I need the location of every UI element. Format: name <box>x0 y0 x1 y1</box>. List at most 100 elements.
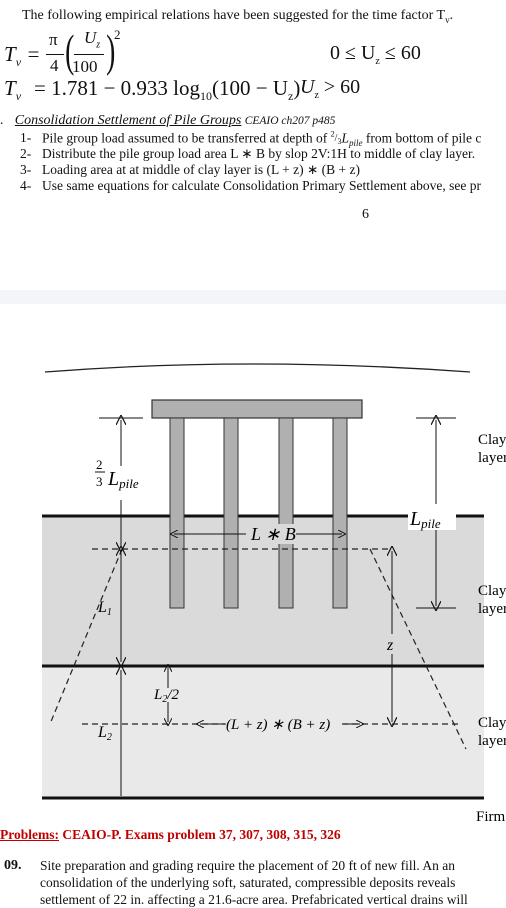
eq2-sub-v: v <box>15 89 22 104</box>
step-1-symbol-sub: pile <box>348 138 363 149</box>
lpile-label-bg <box>408 506 456 530</box>
eq1-lhs: Tv = <box>4 42 41 70</box>
step-1-tail: from bottom of pile c <box>362 130 482 146</box>
bullet-dot: . <box>0 112 4 127</box>
eq2-lhs: Tv <box>4 76 22 104</box>
two-thirds-L-sub: pile <box>118 476 139 491</box>
area-label-bg <box>225 714 343 734</box>
step-4: 4- Use same equations for calculate Conso… <box>20 178 481 194</box>
step-3: 3- Loading area at at middle of clay laye… <box>20 162 360 178</box>
spread-line-right <box>369 548 467 750</box>
ground-surface-line <box>44 363 471 373</box>
eq1-square: 2 <box>114 27 121 42</box>
intro-text: The following empirical relations have b… <box>22 8 454 25</box>
pile-1 <box>169 417 185 609</box>
eq1-frac-bar <box>46 54 64 55</box>
step-4-num: 4- <box>20 178 32 193</box>
l2-half-L: L <box>153 687 162 703</box>
eq1-right-paren: ) <box>106 25 116 76</box>
l2-half-tail: /2 <box>166 687 179 703</box>
clay-1-label-b: layer <box>478 450 506 466</box>
eq1-four: 4 <box>50 56 59 75</box>
step-3-num: 3- <box>20 162 32 177</box>
l1-L: L <box>97 599 107 616</box>
eq1-cond-text: 0 ≤ U <box>330 42 376 64</box>
eq1-U-sub: z <box>96 39 101 51</box>
eq1-left-paren: ( <box>65 25 75 76</box>
pile-2 <box>223 417 239 609</box>
eq1-cond-end: ≤ 60 <box>384 42 421 64</box>
pile-cap <box>151 399 363 419</box>
question-line-2: consolidation of the underlying soft, sa… <box>40 875 456 890</box>
step-4-text: Use same equations for calculate Consoli… <box>42 178 482 193</box>
intro-subscript: v <box>445 14 450 25</box>
eq2-arg: (100 − U <box>212 76 289 100</box>
two-thirds-frac-den: 3 <box>96 474 103 489</box>
step-1: 1- Pile group load assumed to be transfer… <box>20 128 481 151</box>
page-separator <box>0 290 506 304</box>
section-heading: . Consolidation Settlement of Pile Group… <box>0 112 336 129</box>
page-number: 6 <box>362 207 369 222</box>
eq2-arg-sub: z <box>288 89 294 104</box>
lb-label-bg <box>246 524 296 544</box>
section-title: Consolidation Settlement of Pile Groups <box>14 113 242 128</box>
l1-sub: 1 <box>107 607 112 618</box>
eq2-log-sub: 10 <box>200 89 213 104</box>
area-label: (L + z) ∗ (B + z) <box>226 717 330 733</box>
pile-4 <box>332 417 348 609</box>
section-ref: CEAIO ch207 p485 <box>244 115 336 127</box>
l2-half-label: L2/2 <box>153 687 180 705</box>
lpile-sub: pile <box>420 516 441 531</box>
eq1-hundred: 100 <box>72 57 98 76</box>
clay-2-label-b: layer <box>478 601 506 617</box>
question-line-3: settlement of 22 in. affecting a 21.6-ac… <box>40 892 468 907</box>
question-number: 09. <box>4 858 22 873</box>
eq1-T: T <box>4 42 16 66</box>
eq1-U: Uz <box>84 28 100 50</box>
l2-half-sub: 2 <box>162 694 167 705</box>
page-6: The following empirical relations have b… <box>0 0 506 290</box>
l2-label: L2 <box>97 724 112 743</box>
eq2-cond-sub: z <box>314 90 319 101</box>
step-1-text: Pile group load assumed to be transferre… <box>42 130 331 146</box>
clay-1-label-a: Clay <box>478 432 506 448</box>
spread-line-left <box>49 548 123 725</box>
step-1-symbol: L <box>341 130 349 146</box>
eq1-condition: 0 ≤ Uz ≤ 60 <box>330 42 421 67</box>
eq1-U-letter: U <box>84 28 97 47</box>
problems-text: CEAIO-P. Exams problem 37, 307, 308, 315… <box>59 827 341 842</box>
step-1-num: 1- <box>20 130 32 146</box>
question-line-1: Site preparation and grading require the… <box>40 858 455 873</box>
eq1-pi: π <box>49 30 58 49</box>
step-2-num: 2- <box>20 146 32 161</box>
eq1-inner-bar <box>74 54 104 55</box>
problems-label: Problems: <box>0 827 59 842</box>
clay-3-label-b: layer <box>478 733 506 749</box>
lpile-label: Lpile <box>409 508 441 531</box>
step-2: 2-Distribute the pile group load area L … <box>20 146 475 162</box>
eq1-cond-sub: z <box>375 56 380 67</box>
problems-line: Problems: CEAIO-P. Exams problem 37, 307… <box>0 827 341 843</box>
l1-label: L1 <box>97 599 112 618</box>
lb-label: L ∗ B <box>250 524 296 544</box>
eq2-body: = 1.781 − 0.933 log10(100 − Uz) <box>34 76 301 104</box>
l2-L: L <box>97 724 107 741</box>
two-thirds-L-letter: L <box>107 468 119 490</box>
lpile-L: L <box>409 508 421 530</box>
intro-sentence: The following empirical relations have b… <box>22 8 446 23</box>
eq2-cond-end: > 60 <box>323 76 361 98</box>
pile-group-diagram: L ∗ B 2 3 Lpile L1 L2 L2/2 (L + z) ∗ (B … <box>42 363 506 824</box>
eq2-condition: Uz > 60 <box>300 76 360 101</box>
two-thirds-frac-num: 2 <box>96 457 103 472</box>
two-thirds-L: Lpile <box>107 468 139 491</box>
step-1-fraction: 2/3 <box>330 130 342 147</box>
pile-3 <box>278 417 294 609</box>
eq1-sub-v: v <box>15 55 22 70</box>
eq2-text: = 1.781 − 0.933 log <box>34 76 201 100</box>
clay-2-label-a: Clay <box>478 583 506 599</box>
step-3-text: Loading area at at middle of clay layer … <box>42 162 361 177</box>
page-7: L ∗ B 2 3 Lpile L1 L2 L2/2 (L + z) ∗ (B … <box>0 304 506 907</box>
l2-sub: 2 <box>107 732 112 743</box>
z-label-bg <box>384 634 400 654</box>
clay-3-label-a: Clay <box>478 715 506 731</box>
